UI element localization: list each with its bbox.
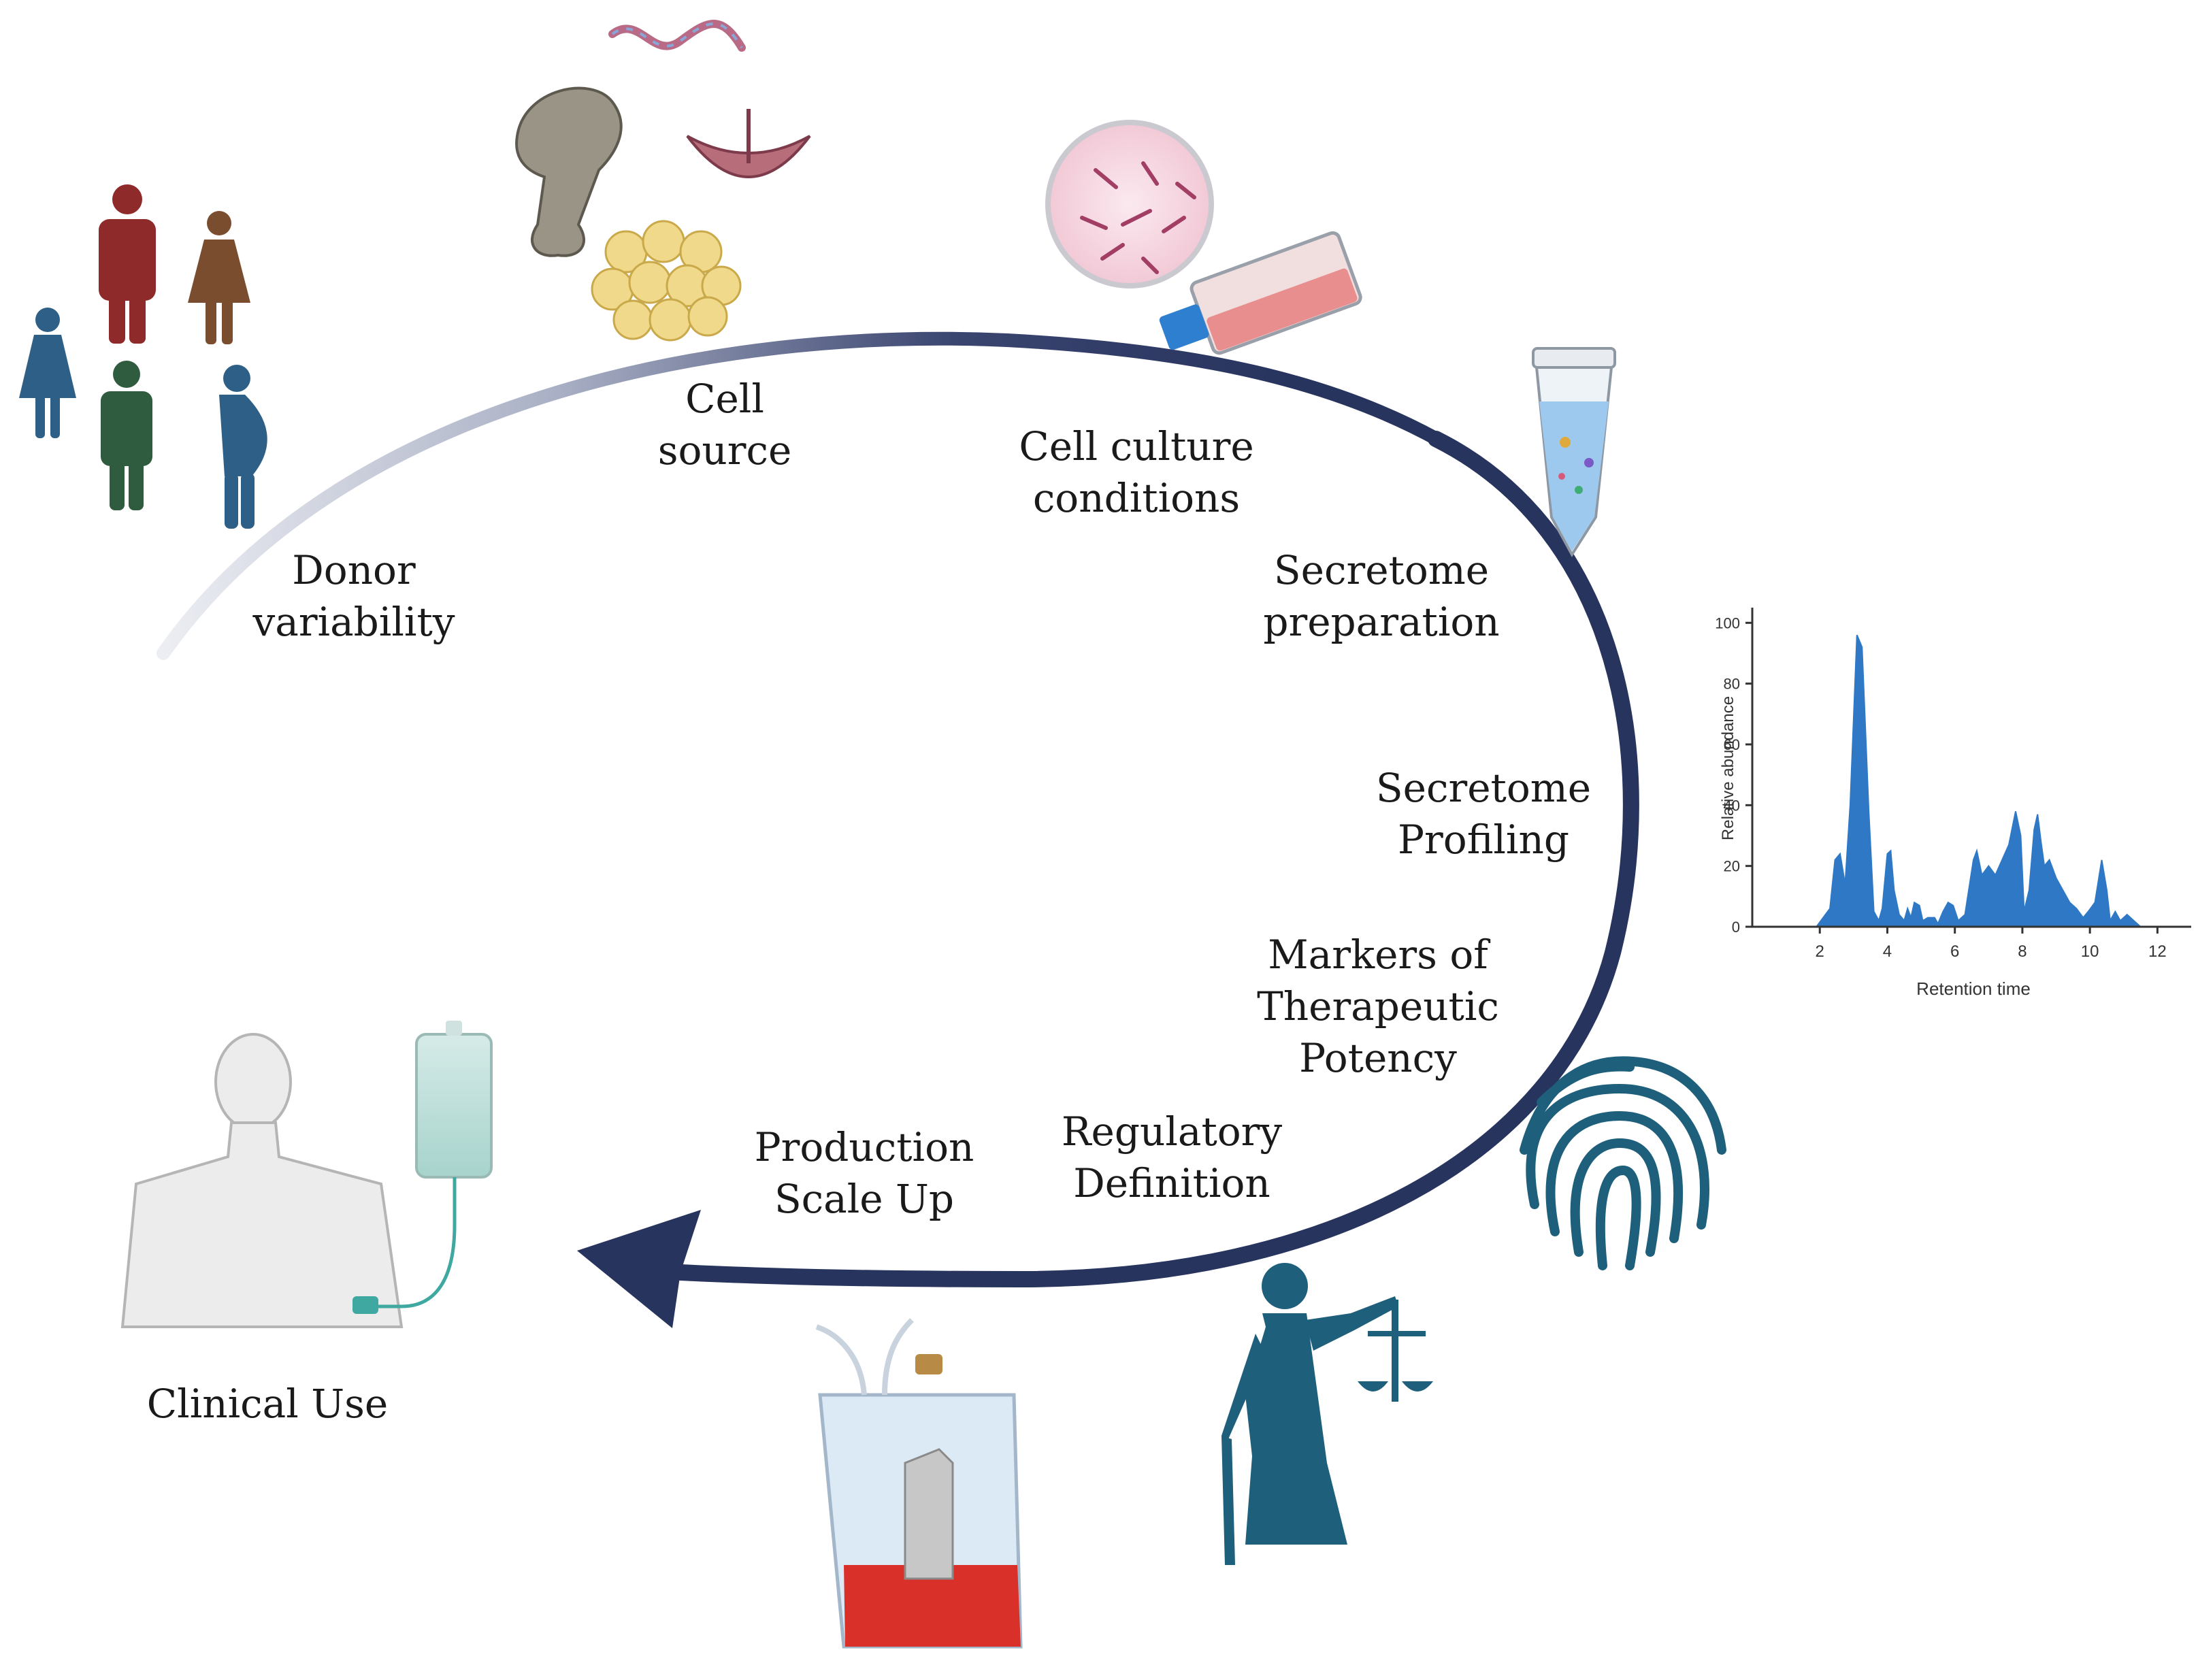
label-secretome-preparation: Secretome preparation (1263, 547, 1500, 645)
patient-with-iv-icon (120, 1021, 493, 1328)
chart-y-tick-label: 20 (1724, 858, 1740, 875)
chart-xlabel: Retention time (1916, 978, 2031, 999)
label-donor-variability: Donor variability (252, 547, 455, 645)
label-regulatory-definition: Regulatory Definition (1061, 1108, 1283, 1206)
chart-y-tick-label: 0 (1732, 919, 1740, 936)
microtube-icon (1532, 347, 1616, 557)
label-cell-culture-conditions: Cell culture conditions (1019, 423, 1254, 521)
tissue-sources-icon (515, 20, 811, 342)
label-production-scale-up: Production Scale Up (754, 1124, 974, 1222)
chromatogram-chart: 2 4 6 8 10 12 0 20 40 60 80 100 (1715, 608, 2191, 961)
chart-ylabel: Relative abundance (1719, 695, 1737, 841)
petri-dish-and-flask-icon (1045, 120, 1362, 355)
chromatogram-area (1815, 634, 2143, 927)
fingerprint-icon (1520, 1056, 1726, 1270)
chart-x-tick-label: 12 (2148, 942, 2167, 961)
chart-y-tick-label: 100 (1715, 614, 1740, 631)
chart-y-tick-label: 40 (1724, 797, 1740, 814)
chart-y-tick-label: 60 (1724, 736, 1740, 753)
label-markers-of-therapeutic-potency: Markers of Therapeutic Potency (1257, 932, 1499, 1081)
workflow-arrowhead (577, 1210, 701, 1328)
lady-justice-icon (1221, 1263, 1433, 1565)
workflow-arc-lower (672, 431, 1639, 1288)
chart-x-tick-label: 4 (1883, 942, 1892, 961)
label-clinical-use: Clinical Use (146, 1381, 389, 1427)
people-figures-icon (19, 184, 267, 529)
chart-x-tick-label: 2 (1816, 942, 1824, 961)
bioreactor-bag-icon (815, 1318, 1023, 1649)
label-cell-source: Cell source (657, 376, 792, 474)
label-secretome-profiling: Secretome Profiling (1375, 765, 1592, 863)
chart-x-tick-label: 6 (1950, 942, 1959, 961)
chart-y-tick-label: 80 (1724, 676, 1740, 693)
chart-x-tick-label: 10 (2081, 942, 2099, 961)
workflow-arc-upper (157, 331, 1449, 660)
chart-x-tick-label: 8 (2018, 942, 2027, 961)
